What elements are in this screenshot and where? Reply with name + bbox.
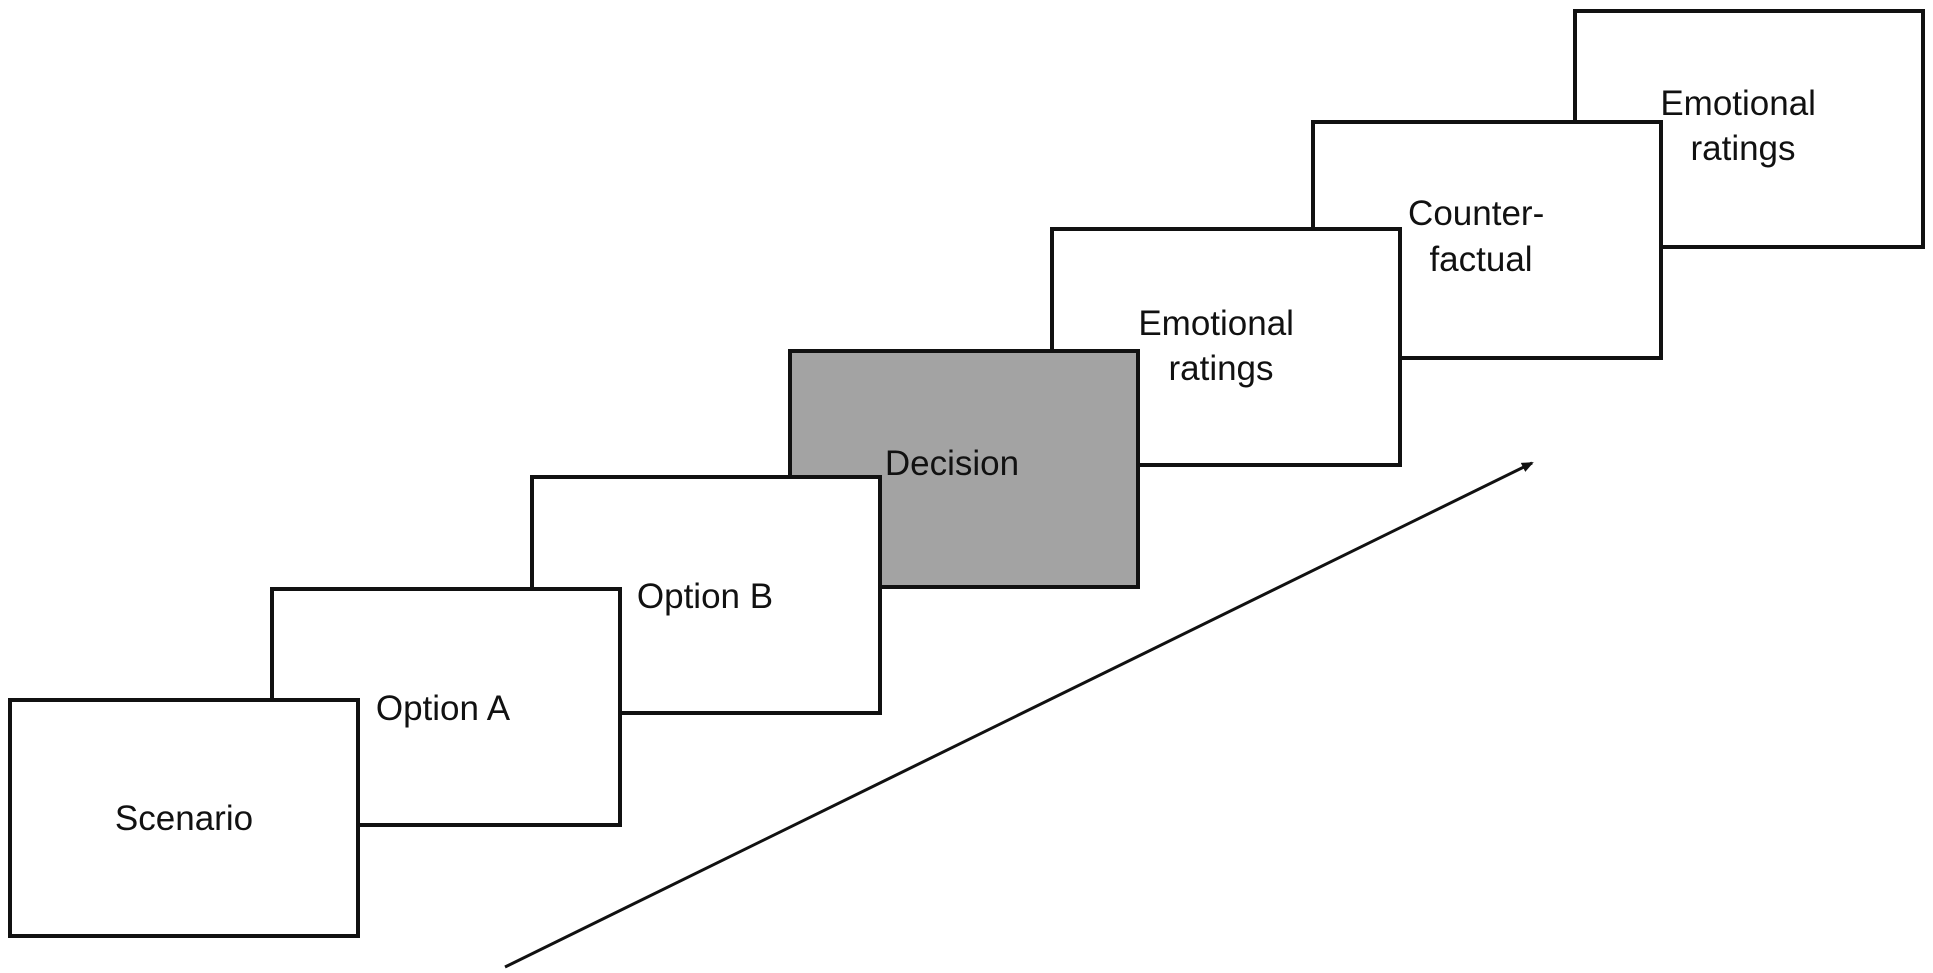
step-label-option-b: Option B	[637, 577, 773, 616]
step-label-line: Scenario	[115, 799, 253, 838]
step-label-counterfactual: Counter- factual	[1408, 194, 1554, 279]
step-label-option-a: Option A	[376, 689, 511, 728]
step-label-scenario: Scenario	[115, 799, 253, 838]
step-label-line: Emotional	[1660, 84, 1816, 123]
progression-arrow	[504, 461, 1534, 969]
step-label-emotional-ratings-2: Emotional ratings	[1660, 84, 1825, 168]
step-box-scenario: Scenario	[8, 698, 360, 938]
step-label-decision: Decision	[885, 444, 1019, 483]
step-label-line: factual	[1429, 240, 1532, 279]
step-label-line: ratings	[1168, 349, 1273, 388]
step-label-line: Counter-	[1408, 194, 1544, 233]
step-label-line: Emotional	[1138, 304, 1294, 343]
step-label-line: ratings	[1690, 129, 1795, 168]
step-label-line: Decision	[885, 444, 1019, 483]
step-label-line: Option B	[637, 577, 773, 616]
step-label-line: Option A	[376, 689, 511, 728]
step-box-decision: Decision	[788, 349, 1140, 589]
step-box-scenario-frame	[8, 698, 360, 938]
step-label-emotional-ratings-1: Emotional ratings	[1138, 304, 1303, 388]
